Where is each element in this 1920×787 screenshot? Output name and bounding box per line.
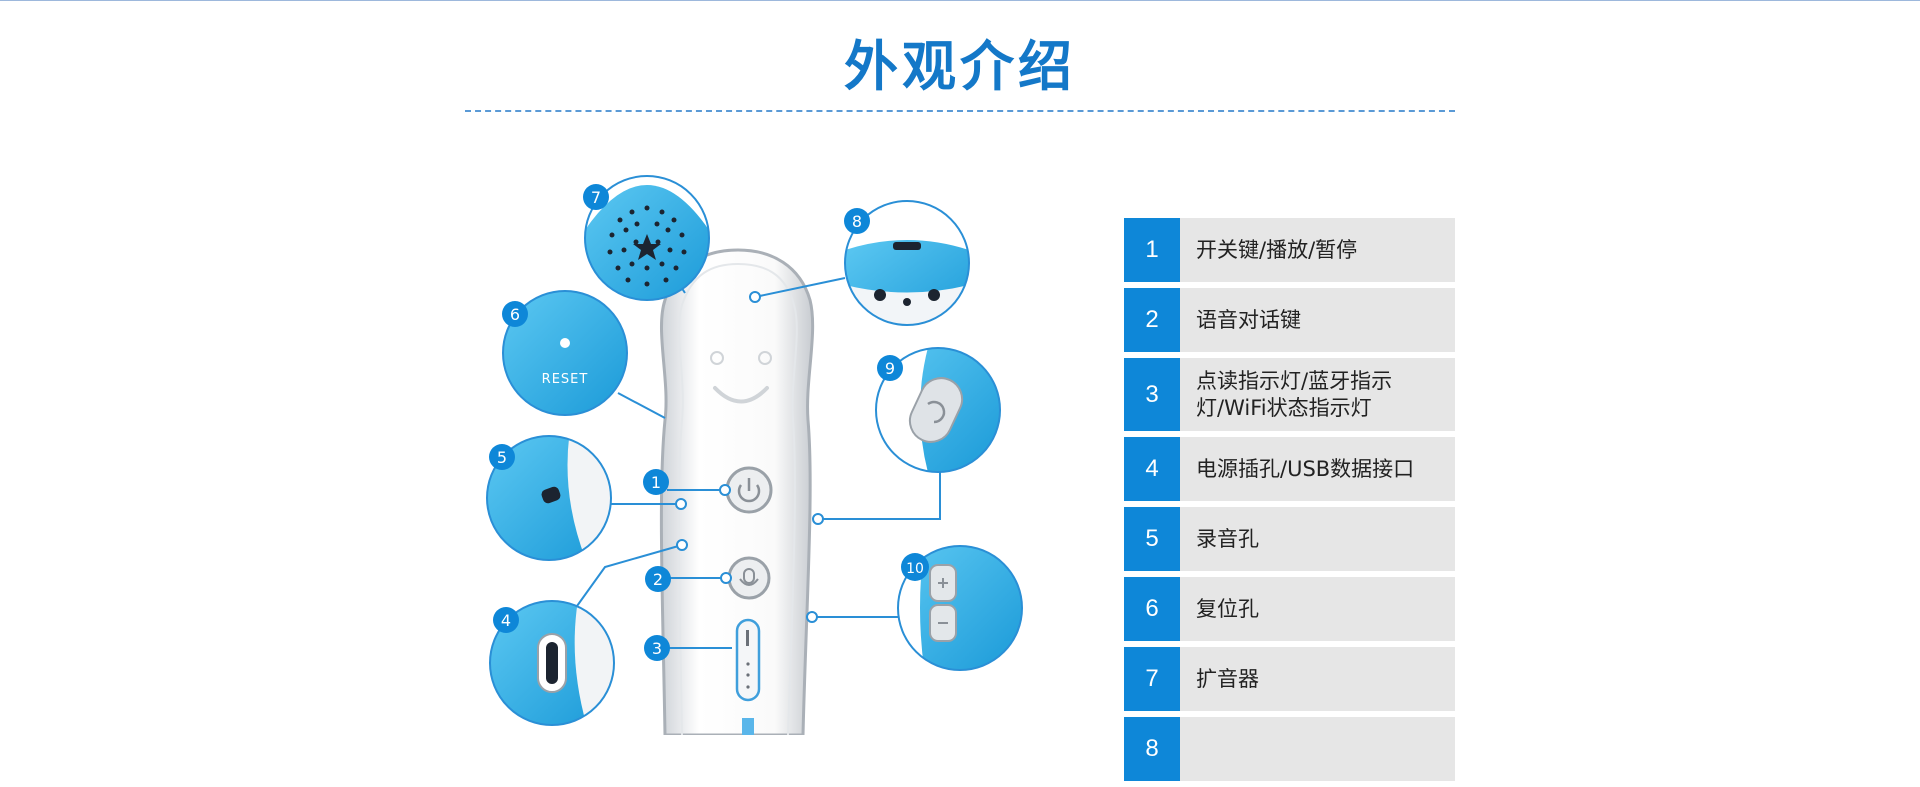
legend-label: 扩音器 bbox=[1180, 647, 1455, 711]
legend-number: 1 bbox=[1124, 218, 1180, 282]
svg-text:4: 4 bbox=[501, 611, 511, 630]
legend-number: 5 bbox=[1124, 507, 1180, 571]
legend-row: 2 语音对话键 bbox=[1124, 288, 1455, 352]
reset-label: RESET bbox=[542, 372, 589, 387]
svg-text:10: 10 bbox=[906, 561, 924, 577]
legend-number: 4 bbox=[1124, 437, 1180, 501]
callout-badge-6: 6 bbox=[502, 301, 528, 327]
legend-number: 2 bbox=[1124, 288, 1180, 352]
voice-button-shape bbox=[727, 556, 771, 600]
legend-label: 点读指示灯/蓝牙指示灯/WiFi状态指示灯 bbox=[1180, 358, 1455, 431]
legend-row: 1 开关键/播放/暂停 bbox=[1124, 218, 1455, 282]
callout-badge-3: 3 bbox=[644, 635, 670, 661]
svg-text:2: 2 bbox=[653, 570, 663, 589]
callout-badge-4: 4 bbox=[493, 607, 519, 633]
callout-badge-1: 1 bbox=[643, 469, 669, 495]
zoom-side-rocker bbox=[876, 348, 1000, 472]
legend-row: 5 录音孔 bbox=[1124, 507, 1455, 571]
svg-text:1: 1 bbox=[651, 473, 661, 492]
svg-text:9: 9 bbox=[885, 359, 895, 378]
legend-number: 6 bbox=[1124, 577, 1180, 641]
legend-label: 电源插孔/USB数据接口 bbox=[1180, 437, 1455, 501]
svg-text:7: 7 bbox=[591, 188, 601, 207]
legend-row: 7 扩音器 bbox=[1124, 647, 1455, 711]
legend-label: 语音对话键 bbox=[1180, 288, 1455, 352]
legend-number: 3 bbox=[1124, 358, 1180, 431]
zoom-reset: RESET bbox=[503, 291, 627, 415]
svg-text:3: 3 bbox=[652, 639, 662, 658]
callout-badge-5: 5 bbox=[489, 444, 515, 470]
legend-label bbox=[1180, 717, 1455, 781]
legend-number: 8 bbox=[1124, 717, 1180, 781]
legend-row: 6 复位孔 bbox=[1124, 577, 1455, 641]
legend-row: 4 电源插孔/USB数据接口 bbox=[1124, 437, 1455, 501]
callout-badge-2: 2 bbox=[645, 566, 671, 592]
title-divider bbox=[465, 110, 1455, 112]
svg-text:6: 6 bbox=[510, 305, 520, 324]
indicator-strip-shape bbox=[735, 618, 761, 702]
top-border-line bbox=[0, 0, 1920, 1]
page-title: 外观介绍 bbox=[844, 35, 1076, 98]
svg-text:8: 8 bbox=[852, 212, 862, 231]
legend-number: 7 bbox=[1124, 647, 1180, 711]
product-illustration: RESET bbox=[486, 175, 1023, 737]
callout-badge-8: 8 bbox=[844, 208, 870, 234]
callout-badge-10: 10 bbox=[901, 553, 929, 581]
legend-label: 开关键/播放/暂停 bbox=[1180, 218, 1455, 282]
callout-badge-7: 7 bbox=[583, 184, 609, 210]
legend-label: 录音孔 bbox=[1180, 507, 1455, 571]
zoom-speaker bbox=[585, 176, 709, 300]
callout-badges: 7 8 6 9 5 1 10 2 4 3 bbox=[489, 184, 929, 661]
legend-row: 3 点读指示灯/蓝牙指示灯/WiFi状态指示灯 bbox=[1124, 358, 1455, 431]
feature-legend: 1 开关键/播放/暂停 2 语音对话键 3 点读指示灯/蓝牙指示灯/WiFi状态… bbox=[1124, 218, 1455, 787]
callout-badge-9: 9 bbox=[877, 355, 903, 381]
legend-label: 复位孔 bbox=[1180, 577, 1455, 641]
legend-row: 8 bbox=[1124, 717, 1455, 781]
svg-text:5: 5 bbox=[497, 448, 507, 467]
product-figure: RESET bbox=[460, 160, 1060, 737]
